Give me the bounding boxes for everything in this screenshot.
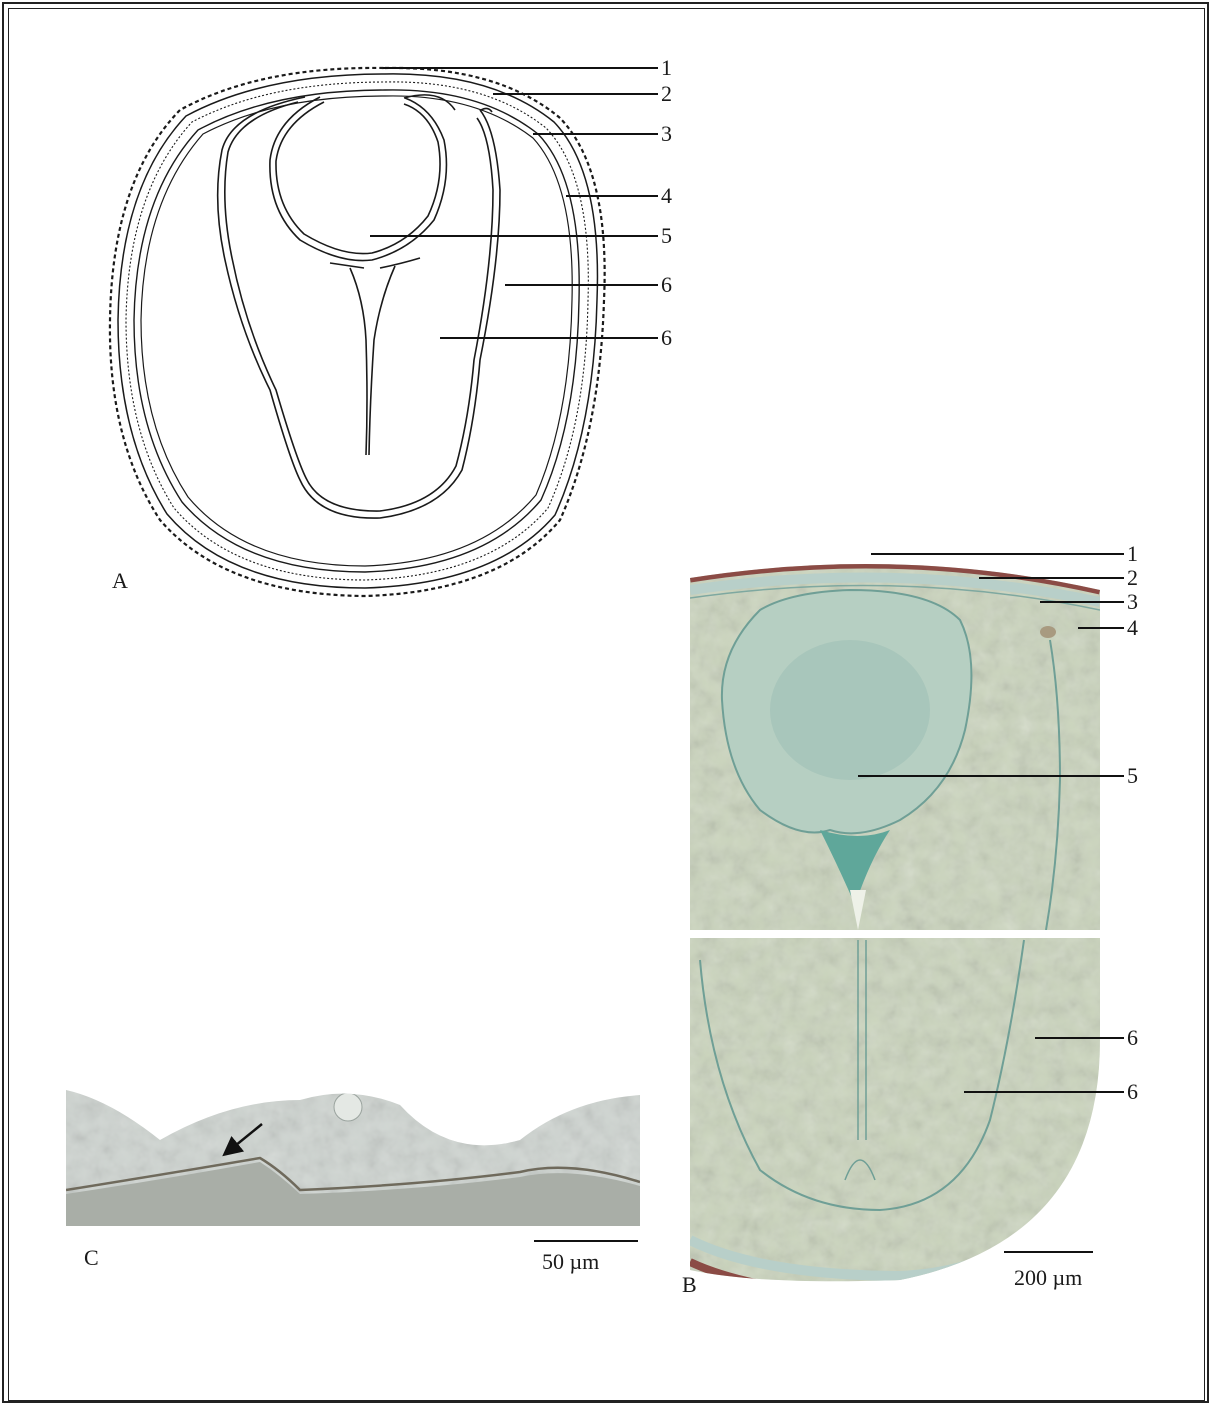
callout-a-2: 2 — [661, 81, 672, 106]
scale-label-c: 50 µm — [542, 1249, 599, 1274]
callout-a-3: 3 — [661, 121, 672, 146]
micrograph-lower-half — [690, 936, 1102, 1296]
callout-b-1: 1 — [1127, 541, 1138, 566]
callout-b-6b: 6 — [1127, 1079, 1138, 1104]
panel-a-callout-numbers: 1 2 3 4 5 6 6 — [661, 55, 672, 350]
callout-b-2: 2 — [1127, 565, 1138, 590]
panel-b-callout-numbers: 1 2 3 4 5 6 6 — [1127, 541, 1138, 1104]
panel-a-drawing: 1 2 3 4 5 6 6 A — [110, 55, 672, 596]
micrograph-upper-half — [690, 540, 1102, 932]
callout-a-6b: 6 — [661, 325, 672, 350]
callout-b-3: 3 — [1127, 589, 1138, 614]
panel-c-label: C — [84, 1245, 99, 1270]
callout-a-6: 6 — [661, 272, 672, 297]
callout-b-4: 4 — [1127, 615, 1138, 640]
callout-a-4: 4 — [661, 183, 672, 208]
callout-b-6: 6 — [1127, 1025, 1138, 1050]
panel-c-micrograph: 50 µm C — [66, 1085, 642, 1274]
scale-label-b: 200 µm — [1014, 1265, 1082, 1290]
callout-b-5: 5 — [1127, 763, 1138, 788]
panel-a-label: A — [112, 568, 128, 593]
panel-b-label: B — [682, 1272, 697, 1297]
cotyledon-outlines — [218, 97, 500, 518]
embryo-axis — [270, 95, 455, 455]
callout-a-5: 5 — [661, 223, 672, 248]
callout-a-1: 1 — [661, 55, 672, 80]
panel-b-micrograph: 1 2 3 4 5 6 6 200 µm B — [682, 540, 1138, 1297]
